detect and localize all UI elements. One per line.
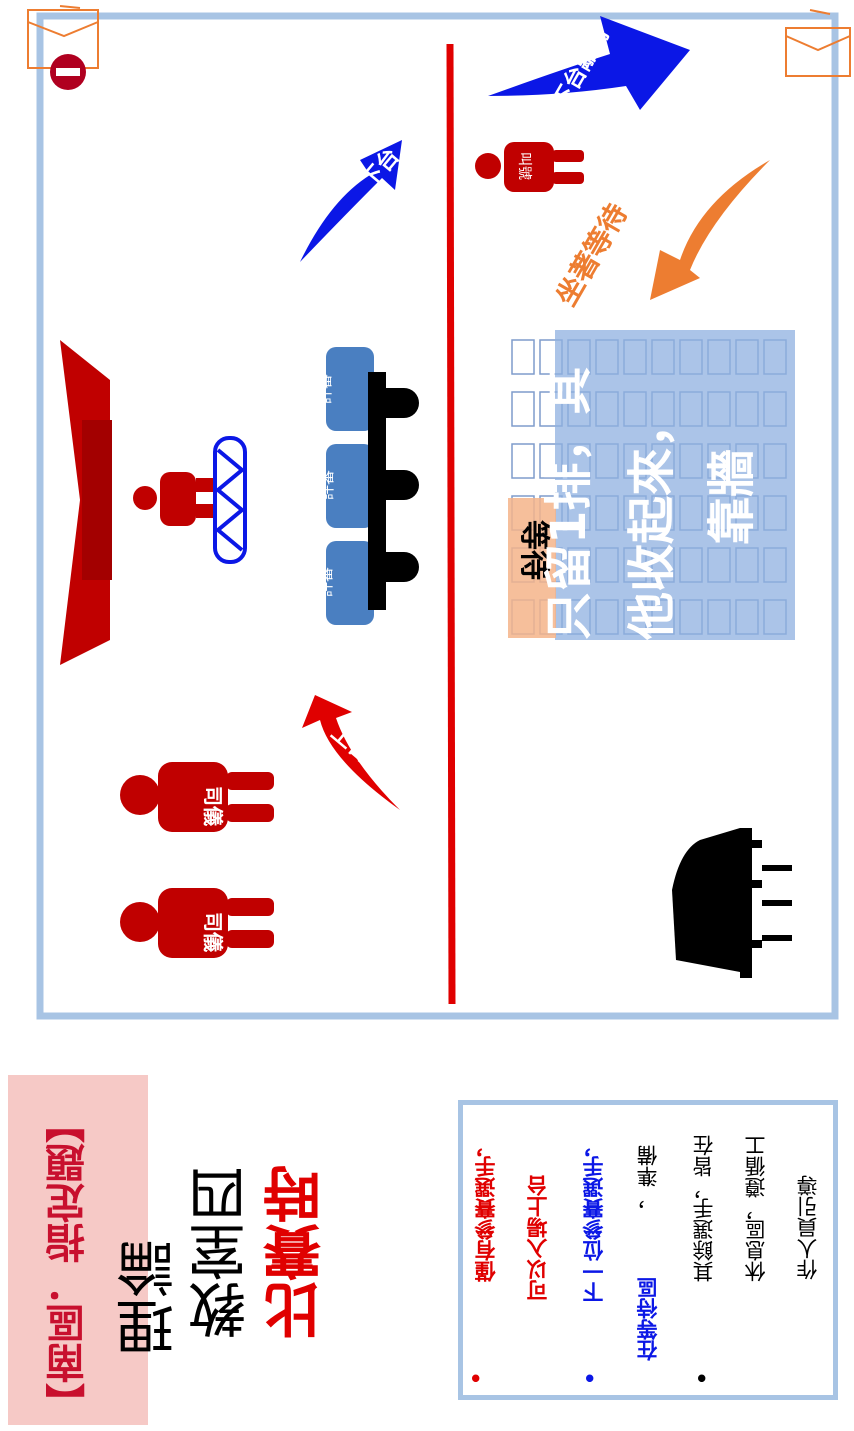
chair-icon xyxy=(511,443,535,479)
caller-figure xyxy=(475,142,584,192)
room-frame xyxy=(36,12,839,1020)
chairs-note: 他收起來， xyxy=(624,400,680,641)
judges-table xyxy=(326,347,419,625)
mc-label: 司儀 xyxy=(201,912,225,952)
judge-label: 評審 xyxy=(318,470,336,500)
waiting-area xyxy=(508,498,556,638)
mc-label: 司儀 xyxy=(201,786,225,826)
title-line4: 比賽時 xyxy=(263,1165,331,1339)
info-line: ，準備 xyxy=(636,1145,660,1208)
bullet-dot: • xyxy=(583,1367,597,1391)
room-diagram: 下台 上台 司儀 司儀 評審 評審 評審 下台離開 xyxy=(27,5,851,1020)
title-highlight xyxy=(8,1075,148,1425)
info-line: 休息區，遵循工 xyxy=(744,1135,768,1282)
judge-label: 評審 xyxy=(317,567,335,597)
title-line1: 【南區．指定題】 xyxy=(46,1103,92,1423)
mc-figure xyxy=(120,888,274,958)
banner-ribbon xyxy=(60,340,112,665)
title-line3: 教室四 xyxy=(188,1165,256,1339)
arrow-sit-wait-label: 坐著等待 xyxy=(549,198,634,312)
chair-icon xyxy=(511,339,535,375)
chairs-note: 靠牆 xyxy=(704,449,760,545)
judge-label: 評審 xyxy=(316,374,334,404)
stage-divider xyxy=(446,43,456,1005)
info-line: 可以入場上台 xyxy=(526,1175,550,1301)
info-box: • 僅有參賽選手， 可以入場上台 • 下一位參賽選手， 在等待區 ，準備 • 其… xyxy=(458,1100,838,1400)
chairs-note: 只留1排，其 xyxy=(541,367,597,640)
door-icon xyxy=(785,9,851,77)
speaker-figure xyxy=(133,472,216,526)
caller-label: 叫號 xyxy=(516,152,532,180)
info-line: 作人員引導 xyxy=(796,1175,820,1280)
info-line: 僅有參賽選手， xyxy=(474,1135,498,1282)
info-line: 在等待區 xyxy=(636,1277,660,1361)
mc-figure xyxy=(120,762,274,832)
piano-icon xyxy=(672,828,792,978)
bullet-dot: • xyxy=(469,1367,483,1391)
arrow-up-stage: 上台 xyxy=(302,695,400,810)
arrow-leave: 下台離開 xyxy=(488,16,690,113)
info-line: 其餘選手，皆在 xyxy=(692,1135,716,1282)
arrow-down-stage: 下台 xyxy=(300,140,405,262)
chairs-overlay xyxy=(555,330,795,640)
waiting-area-label: 等待 xyxy=(516,520,551,580)
chair-icon xyxy=(511,391,535,427)
podium-icon xyxy=(213,436,247,564)
no-entry-icon xyxy=(50,54,86,90)
bullet-dot: • xyxy=(695,1367,709,1391)
arrow-sit-wait xyxy=(650,160,770,300)
info-line: 下一位參賽選手， xyxy=(582,1135,606,1303)
